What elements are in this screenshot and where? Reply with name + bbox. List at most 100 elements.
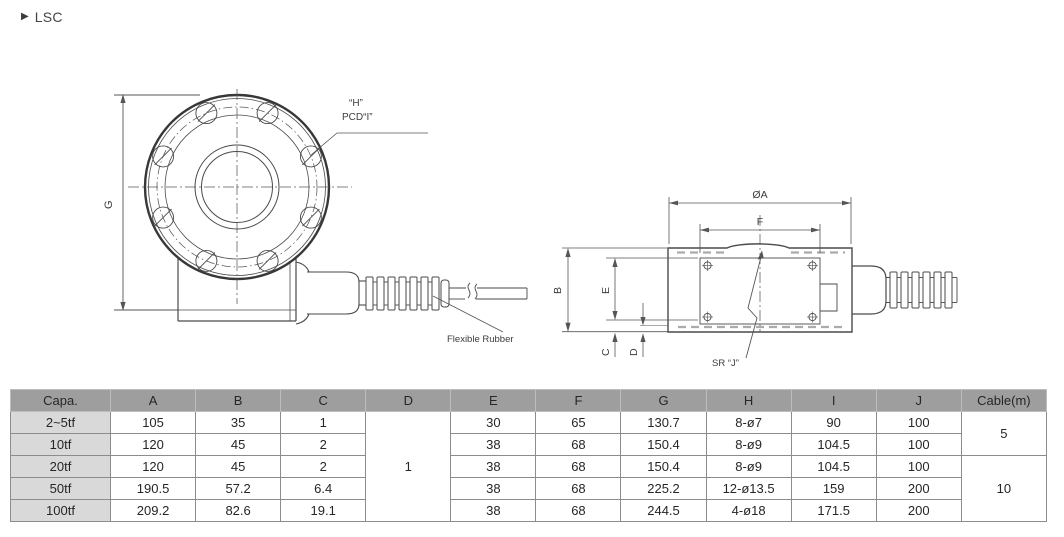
side-c-dimension (612, 332, 618, 357)
front-view-drawing: G (103, 89, 528, 345)
front-hole-callout-line2: PCD“I” (342, 112, 373, 123)
table-cell: 100 (875, 411, 962, 434)
table-cell: 200 (875, 499, 962, 522)
table-cell: 12-ø13.5 (705, 477, 792, 500)
side-e-label: E (600, 287, 612, 294)
plate-screw-top-right (807, 260, 818, 271)
row-header-capa: 20tf (10, 455, 111, 478)
row-header-capa: 10tf (10, 433, 111, 456)
row-header-capa: 50tf (10, 477, 111, 500)
side-e-dimension (606, 257, 698, 321)
table-cell: 57.2 (195, 477, 282, 500)
side-f-dimension (699, 224, 821, 253)
page-title: ▶ LSC (21, 9, 63, 25)
table-cell: 8-ø7 (705, 411, 792, 434)
table-cell: 1 (280, 411, 367, 434)
table-cell: 150.4 (620, 433, 707, 456)
table-cell: 68 (535, 477, 622, 500)
table-cell: 68 (535, 455, 622, 478)
table-cell: 130.7 (620, 411, 707, 434)
table-cell: 150.4 (620, 455, 707, 478)
table-cell: 2 (280, 455, 367, 478)
table-cell: 68 (535, 499, 622, 522)
side-d-label: D (628, 348, 640, 356)
column-header: Cable(m) (960, 389, 1048, 412)
table-cell: 30 (450, 411, 537, 434)
table-cell: 200 (875, 477, 962, 500)
front-flange-circles (128, 89, 352, 304)
table-cell: 82.6 (195, 499, 282, 522)
plate-screw-bottom-right (807, 311, 818, 323)
column-header: J (875, 389, 962, 412)
front-g-dimension (114, 94, 200, 311)
table-cell: 19.1 (280, 499, 367, 522)
table-cell: 65 (535, 411, 622, 434)
table-cell: 100 (875, 455, 962, 478)
column-header: I (790, 389, 877, 412)
front-hole-callout-line1: “H” (349, 98, 363, 109)
table-cell: 8-ø9 (705, 433, 792, 456)
column-header: B (195, 389, 282, 412)
side-body-outline (667, 243, 853, 333)
table-cell: 38 (450, 477, 537, 500)
side-sr-j-label: SR “J” (712, 358, 739, 369)
column-header: E (450, 389, 537, 412)
table-cell: 45 (195, 455, 282, 478)
side-cable-boot (852, 265, 887, 315)
table-cell: 171.5 (790, 499, 877, 522)
table-cell: 6.4 (280, 477, 367, 500)
side-body-slots (677, 251, 845, 329)
table-cell: 35 (195, 411, 282, 434)
table-cell: 105 (109, 411, 197, 434)
table-cell: 38 (450, 455, 537, 478)
table-cell: 120 (109, 433, 197, 456)
side-inner-plate (699, 257, 838, 325)
plate-screw-top-left (702, 260, 713, 271)
front-bolt-holes (152, 102, 322, 272)
front-cable-boot (295, 261, 366, 325)
table-cell: 244.5 (620, 499, 707, 522)
side-d-dimension (640, 303, 668, 357)
table-cell: 100 (875, 433, 962, 456)
column-header: H (705, 389, 792, 412)
front-body-block (177, 253, 297, 322)
table-cell-d-merged: 1 (365, 411, 452, 522)
side-sr-j-callout (745, 250, 764, 359)
table-cell: 38 (450, 499, 537, 522)
side-view-drawing: ØA F B E (552, 189, 958, 369)
side-c-label: C (600, 348, 612, 356)
bullet-triangle-icon: ▶ (21, 11, 29, 22)
page-title-text: LSC (34, 9, 63, 25)
table-cell: 8-ø9 (705, 455, 792, 478)
front-cable (449, 282, 528, 300)
column-header: F (535, 389, 622, 412)
table-cell: 190.5 (109, 477, 197, 500)
table-cell: 104.5 (790, 433, 877, 456)
front-flexible-rubber-label: Flexible Rubber (447, 334, 514, 345)
table-cell: 209.2 (109, 499, 197, 522)
column-header: Capa. (10, 389, 111, 412)
front-hole-callout (310, 132, 428, 156)
table-cell: 4-ø18 (705, 499, 792, 522)
table-cell: 68 (535, 433, 622, 456)
row-header-capa: 2~5tf (10, 411, 111, 434)
column-header: G (620, 389, 707, 412)
row-header-capa: 100tf (10, 499, 111, 522)
table-cell-cable-merged: 10 (960, 455, 1048, 522)
front-flexible-rubber-leader (432, 295, 504, 333)
front-flexible-rubber-section (365, 276, 450, 311)
side-b-dimension (562, 247, 668, 333)
technical-drawings: G (103, 89, 958, 369)
table-cell: 45 (195, 433, 282, 456)
table-cell: 90 (790, 411, 877, 434)
table-cell: 104.5 (790, 455, 877, 478)
table-cell-cable-merged: 5 (960, 411, 1048, 456)
plate-screw-bottom-left (702, 311, 713, 323)
